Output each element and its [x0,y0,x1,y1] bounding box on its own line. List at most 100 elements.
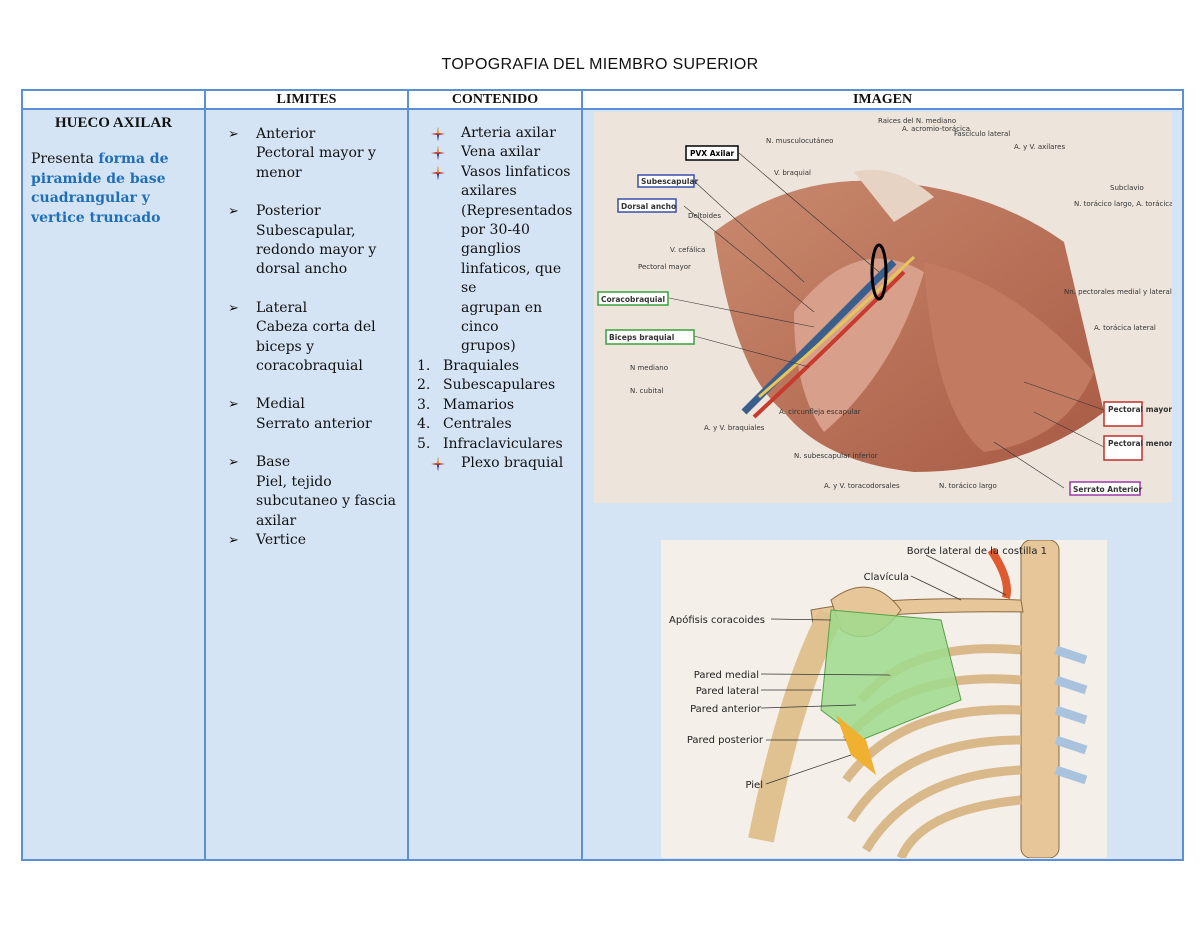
arrow-bullet-icon: ➢ [228,455,239,471]
contenido-item: Vena axilar [409,143,581,162]
limite-head: Medial [256,396,305,413]
limite-head: Posterior [256,203,321,220]
contenido-text: Vena axilar [461,144,541,161]
box-pvx-axilar: PVX Axilar [690,149,735,158]
limite-line: coracobraquial [256,358,363,375]
axilla-dissection-image: Raices del N. mediano N. musculocutáneo … [594,112,1172,503]
label-a-v-braquiales: A. y V. braquiales [704,424,765,432]
label-axilares: A. y V. axilares [1014,143,1065,151]
label-pared-medial: Pared medial [694,670,759,681]
limite-line: redondo mayor y [256,242,377,259]
header-contenido: CONTENIDO [407,89,583,110]
limite-head: Lateral [256,299,308,316]
label-n-mediano: N mediano [630,364,668,372]
label-pectoral-mayor: Pectoral mayor [638,263,691,271]
label-fasciculo: Fascículo lateral [954,130,1010,138]
header-imagen: IMAGEN [581,89,1184,110]
arrow-bullet-icon: ➢ [228,300,239,316]
limite-head: Anterior [256,126,316,142]
label-toracica-lateral: A. torácica lateral [1094,324,1156,332]
cell-hueco: HUECO AXILAR Presenta forma de piramide … [21,108,206,861]
vasos-line: por 30-40 [461,222,530,239]
label-circunfleja: A. circunfleja escapular [779,408,861,416]
grupo-item: 1. Braquiales [409,357,581,376]
label-musculocutaneo: N. musculocutáneo [766,137,833,145]
limite-line: dorsal ancho [256,261,348,278]
axilla-walls-image: Borde lateral de la costilla 1 Clavícula… [661,540,1107,858]
label-v-cefalica: V. cefálica [670,246,705,254]
limite-line: biceps y [256,338,315,355]
contenido-plexo: Plexo braquial [409,454,581,473]
grupo-text: Braquiales [443,357,520,374]
label-piel: Piel [745,780,763,791]
vasos-line: Vasos linfaticos [461,163,571,180]
grupo-text: Subescapulares [443,377,556,394]
label-pared-lateral: Pared lateral [696,686,759,697]
label-v-braquial: V. braquial [774,169,811,177]
label-subescapular-inf: N. subescapular inferior [794,452,878,460]
label-nn-pectorales: Nn. pectorales medial y lateral [1064,288,1172,296]
grupo-number: 1. [417,357,431,374]
label-toracico-largo: N. torácico largo [939,482,997,490]
label-pared-posterior: Pared posterior [687,735,764,746]
star-bullet-icon [431,127,445,141]
box-serrato-anterior: Serrato Anterior [1073,485,1143,494]
arrow-bullet-icon: ➢ [228,397,239,413]
box-pectoral-menor: Pectoral menor [1108,439,1172,448]
grupo-item: 2. Subescapulares [409,376,581,395]
arrow-bullet-icon: ➢ [228,127,239,142]
page-title: TOPOGRAFIA DEL MIEMBRO SUPERIOR [441,56,759,73]
label-coracoides: Apófisis coracoides [669,614,765,626]
grupo-number: 4. [417,416,431,433]
box-pectoral-mayor: Pectoral mayor [1108,405,1172,414]
limite-line: subcutaneo y fascia [256,493,396,510]
grupo-number: 2. [417,377,431,394]
limite-line: Cabeza corta del [256,319,376,336]
star-bullet-icon [431,146,445,161]
hueco-description: Presenta forma de piramide de base cuadr… [31,150,204,228]
grupo-number: 3. [417,396,431,413]
limite-line: Subescapular, [256,222,356,239]
header-empty [21,89,206,110]
box-subescapular: Subescapular [641,177,699,186]
arrow-bullet-icon: ➢ [228,204,239,220]
label-borde-costilla: Borde lateral de la costilla 1 [907,546,1047,557]
limite-5: ➢Vertice [228,531,407,550]
box-biceps-braquial: Biceps braquial [609,333,674,342]
vasos-line: linfaticos, que se [461,260,562,297]
label-clavicula: Clavícula [864,571,909,583]
grupo-text: Infraclaviculares [443,435,563,452]
label-n-cubital: N. cubital [630,387,663,395]
star-bullet-icon [431,456,445,471]
label-deltoides: Deltoides [688,212,721,220]
label-pared-anterior: Pared anterior [690,704,762,715]
label-toracodorsales: A. y V. toracodorsales [824,482,900,490]
contenido-text: Arteria axilar [461,125,556,141]
grupo-number: 5. [417,435,431,452]
header-limites: LIMITES [204,89,409,110]
limite-line: menor [256,164,302,181]
grupo-item: 4. Centrales [409,415,581,434]
limite-head: Vertice [256,531,307,548]
box-dorsal-ancho: Dorsal ancho [621,202,676,211]
grupo-text: Centrales [443,416,512,433]
limite-line: Serrato anterior [256,415,372,432]
label-subclavio: Subclavio [1110,184,1144,192]
vasos-line: agrupan en cinco [461,299,543,336]
hueco-title: HUECO AXILAR [54,115,173,131]
limite-line: axilar [256,512,297,529]
hueco-desc-plain: Presenta [31,151,99,167]
grupo-item: 5. Infraclaviculares [409,435,581,454]
hueco-desc-bold: forma de piramide de base cuadrangular y… [31,151,169,226]
vasos-line: grupos) [461,338,516,355]
label-raices: Raices del N. mediano [878,117,956,125]
label-toracico-superior: N. torácico largo, A. torácica superior [1074,200,1172,208]
